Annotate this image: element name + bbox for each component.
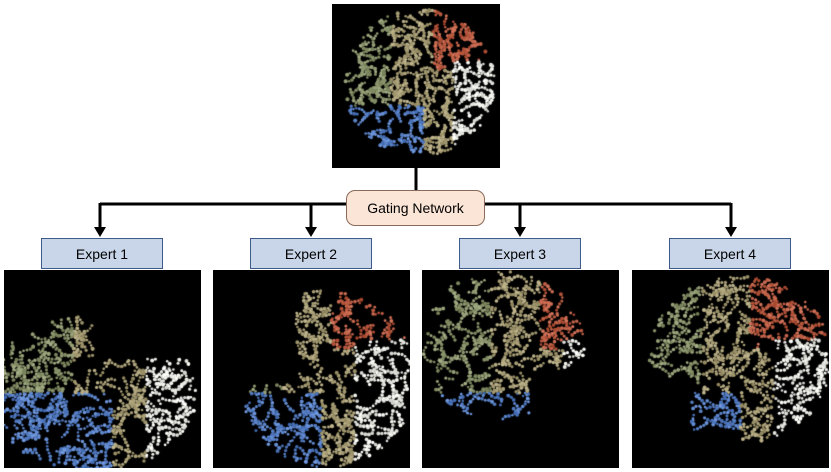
- expert-4-embedding-plot: [632, 270, 829, 468]
- expert-2-box: Expert 2: [250, 238, 372, 269]
- expert-4-box: Expert 4: [669, 238, 791, 269]
- expert-1-label: Expert 1: [75, 245, 129, 262]
- expert-1-box: Expert 1: [41, 238, 163, 269]
- gating-network-label: Gating Network: [367, 200, 464, 216]
- expert-2-label: Expert 2: [284, 245, 338, 262]
- expert-1-embedding-plot: [4, 270, 201, 468]
- expert-2-embedding-plot: [213, 270, 410, 468]
- input-embedding-plot: [332, 4, 500, 168]
- expert-3-label: Expert 3: [493, 245, 547, 262]
- expert-3-box: Expert 3: [459, 238, 581, 269]
- expert-3-embedding-plot: [422, 270, 619, 468]
- gating-network-box: Gating Network: [346, 190, 485, 226]
- expert-4-label: Expert 4: [703, 245, 757, 262]
